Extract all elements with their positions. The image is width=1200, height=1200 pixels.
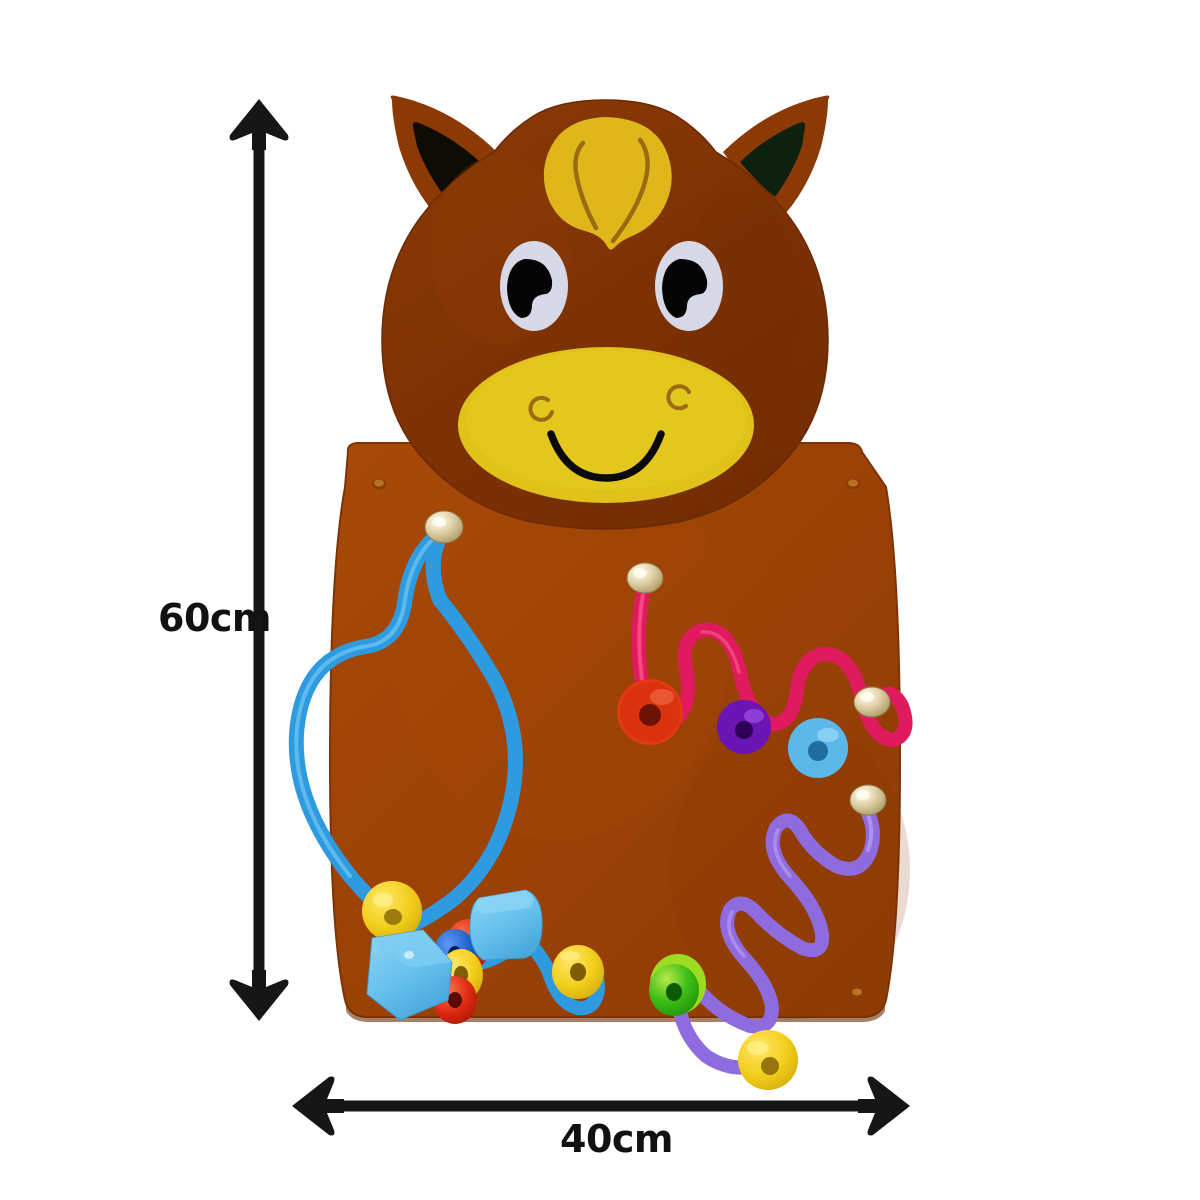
yellow-disc-bead-2[interactable] bbox=[552, 945, 604, 999]
arrow-head-down-icon bbox=[229, 970, 289, 1021]
light-blue-cylinder-bead[interactable] bbox=[469, 889, 543, 961]
chrome-end-cap bbox=[424, 510, 464, 544]
yellow-sphere-bead-2[interactable] bbox=[738, 1030, 798, 1090]
forelock-icon bbox=[543, 117, 672, 250]
right-nostril-icon bbox=[666, 384, 691, 411]
arrow-head-left-icon bbox=[292, 1076, 344, 1136]
arrow-head-up-icon bbox=[229, 99, 289, 150]
width-dimension-arrow bbox=[292, 1076, 910, 1136]
right-ear-icon bbox=[723, 95, 830, 221]
light-blue-disc-bead[interactable] bbox=[788, 718, 848, 778]
arrow-head-right-icon bbox=[858, 1076, 910, 1136]
bead-cluster-blue-wire[interactable] bbox=[362, 881, 604, 1024]
left-eye bbox=[500, 241, 568, 331]
horse-head bbox=[381, 95, 830, 530]
muzzle bbox=[458, 347, 754, 503]
right-eye bbox=[655, 241, 723, 331]
light-blue-cube-bead[interactable] bbox=[366, 929, 453, 1021]
chrome-end-cap bbox=[849, 784, 887, 816]
height-dimension-arrow bbox=[229, 99, 289, 1021]
height-dimension-label: 60cm bbox=[158, 596, 272, 640]
yellow-sphere-bead[interactable] bbox=[362, 881, 422, 941]
chrome-end-cap bbox=[853, 686, 891, 718]
chrome-end-cap bbox=[626, 562, 664, 594]
smile-icon bbox=[547, 430, 665, 482]
purple-disc-bead[interactable] bbox=[717, 700, 771, 754]
green-disc-bead[interactable] bbox=[649, 954, 706, 1016]
red-orange-disc-bead[interactable] bbox=[617, 679, 683, 745]
width-dimension-label: 40cm bbox=[560, 1117, 674, 1161]
left-nostril-icon bbox=[528, 395, 554, 422]
